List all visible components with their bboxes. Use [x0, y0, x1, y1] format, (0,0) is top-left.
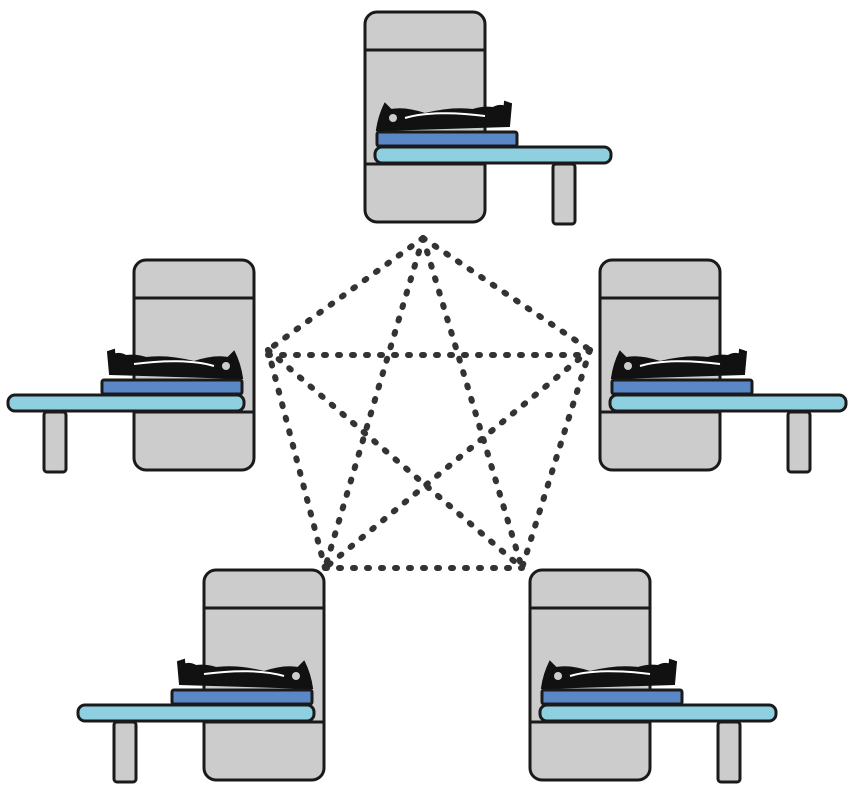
link-left-bottomleft: [268, 350, 325, 568]
link-right-bottomright: [522, 350, 590, 568]
scanner-left-icon: [8, 260, 254, 472]
link-right-bottomleft: [325, 350, 590, 568]
connection-lines: [268, 238, 590, 568]
scanner-right-icon: [600, 260, 846, 472]
scanner-bottom-right-icon: [530, 570, 776, 782]
link-top-right: [423, 238, 590, 350]
scanner-bottom-left-icon: [78, 570, 324, 782]
link-top-bottomleft: [325, 238, 423, 568]
link-top-bottomright: [423, 238, 522, 568]
scanner-top-icon: [365, 12, 611, 224]
link-left-bottomright: [268, 350, 522, 568]
link-top-left: [268, 238, 423, 350]
